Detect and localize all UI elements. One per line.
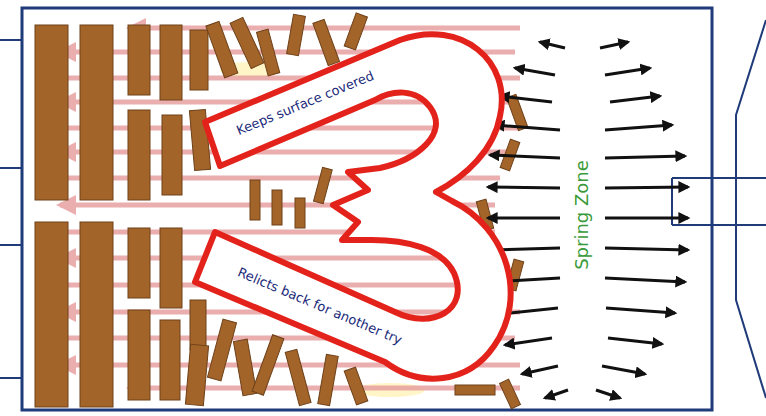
spring-arrow [488, 42, 688, 398]
flow-arrow [45, 28, 520, 388]
callout-outline [185, 10, 530, 400]
tank-outline [22, 8, 712, 410]
callout-shape: Keeps surface coveredRelicts back for an… [185, 10, 530, 400]
pipe-ticks [0, 20, 766, 398]
callout-outline-path [195, 34, 511, 378]
zone-label: Spring Zone [572, 160, 592, 270]
wood-piece [35, 13, 528, 409]
